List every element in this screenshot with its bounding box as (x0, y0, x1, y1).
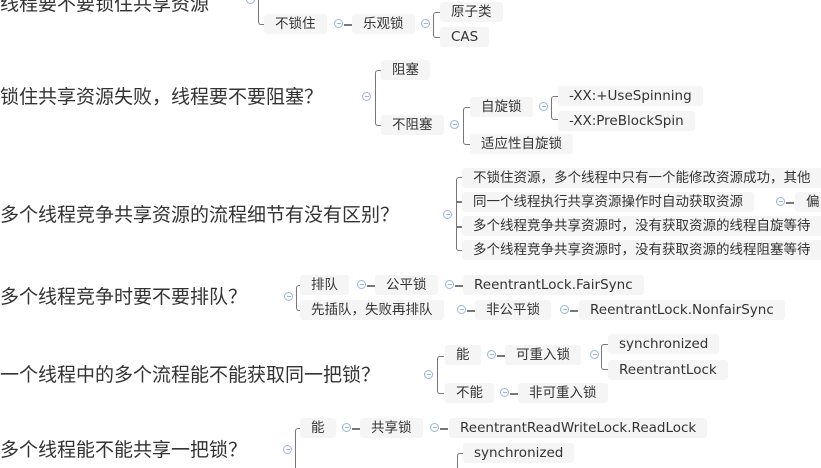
connector (258, 0, 265, 25)
node[interactable]: 不阻塞 (381, 115, 444, 135)
node[interactable]: 不锁住 (264, 14, 327, 34)
collapse-circle-icon[interactable] (283, 445, 292, 454)
connector (456, 226, 462, 228)
collapse-circle-icon[interactable] (450, 120, 459, 129)
node[interactable]: 多个线程竞争共享资源时，没有获取资源的线程自旋等待 (462, 216, 821, 236)
connector (295, 428, 302, 468)
connector (497, 355, 505, 357)
node[interactable]: 多个线程竞争共享资源时，没有获取资源的线程阻塞等待 (462, 240, 821, 260)
connector (344, 24, 352, 26)
connector (296, 285, 303, 311)
node[interactable]: 先插队，失败再排队 (300, 300, 444, 320)
root-topic[interactable]: 锁住共享资源失败，线程要不要阻塞？ (0, 86, 324, 108)
node[interactable]: 能 (445, 345, 481, 365)
root-topic[interactable]: 一个线程中的多个流程能不能获取同一把锁？ (0, 364, 381, 386)
collapse-circle-icon[interactable] (457, 305, 466, 314)
connector (457, 453, 464, 468)
connector (551, 96, 558, 120)
node[interactable]: ReentrantLock.NonfairSync (579, 300, 785, 320)
collapse-circle-icon[interactable] (539, 102, 548, 111)
node[interactable]: 排队 (300, 275, 349, 295)
node[interactable]: 能 (300, 418, 336, 438)
node[interactable]: 非公平锁 (475, 300, 551, 320)
collapse-circle-icon[interactable] (445, 280, 454, 289)
connector (467, 310, 475, 312)
connector (375, 70, 382, 126)
node[interactable]: ReentrantReadWriteLock.ReadLock (449, 418, 708, 438)
node[interactable]: 偏 (795, 192, 821, 212)
node[interactable]: 适应性自旋锁 (470, 134, 573, 154)
connector (367, 285, 375, 287)
root-topic[interactable]: 多个线程竞争时要不要排队？ (0, 286, 248, 308)
collapse-circle-icon[interactable] (424, 370, 433, 379)
collapse-circle-icon[interactable] (776, 197, 785, 206)
connector (455, 285, 463, 287)
connector (601, 344, 608, 370)
node[interactable]: ReentrantLock (608, 360, 728, 380)
node[interactable]: 阻塞 (381, 60, 430, 80)
collapse-circle-icon[interactable] (334, 19, 343, 28)
connector (456, 177, 463, 251)
collapse-circle-icon[interactable] (430, 423, 439, 432)
root-topic[interactable]: 多个线程能不能共享一把锁？ (0, 439, 248, 461)
node[interactable]: 可重入锁 (505, 345, 581, 365)
root-topic[interactable]: 多个线程竞争共享资源的流程细节有没有区别？ (0, 204, 400, 226)
connector (510, 393, 518, 395)
connector (463, 107, 470, 145)
collapse-circle-icon[interactable] (560, 305, 569, 314)
collapse-circle-icon[interactable] (421, 19, 430, 28)
node[interactable]: 原子类 (440, 2, 503, 22)
collapse-circle-icon[interactable] (357, 280, 366, 289)
node[interactable]: 不能 (445, 383, 494, 403)
connector (786, 202, 794, 204)
connector (433, 12, 440, 38)
connector (440, 428, 448, 430)
node[interactable]: 同一个线程执行共享资源操作时自动获取资源 (462, 192, 754, 212)
collapse-circle-icon[interactable] (443, 210, 452, 219)
collapse-circle-icon[interactable] (487, 350, 496, 359)
node[interactable]: 乐观锁 (352, 14, 415, 34)
node[interactable]: -XX:+UseSpinning (558, 86, 703, 106)
connector (437, 356, 444, 394)
connector (352, 428, 360, 430)
node[interactable]: synchronized (608, 334, 720, 354)
node[interactable]: 不锁住资源，多个线程中只有一个能修改资源成功，其他 (462, 168, 821, 188)
collapse-circle-icon[interactable] (362, 92, 371, 101)
node[interactable]: ReentrantLock.FairSync (463, 275, 644, 295)
node[interactable]: 非可重入锁 (518, 383, 608, 403)
node[interactable]: CAS (440, 27, 490, 47)
collapse-circle-icon[interactable] (246, 0, 255, 4)
collapse-circle-icon[interactable] (284, 292, 293, 301)
node[interactable]: -XX:PreBlockSpin (558, 111, 695, 131)
collapse-circle-icon[interactable] (342, 423, 351, 432)
root-topic[interactable]: 线程要不要锁住共享资源 (0, 0, 210, 15)
node[interactable]: 公平锁 (375, 275, 438, 295)
connector (456, 201, 462, 203)
node[interactable]: 自旋锁 (470, 97, 533, 117)
node[interactable]: synchronized (463, 443, 575, 463)
node[interactable]: 共享锁 (360, 418, 423, 438)
collapse-circle-icon[interactable] (500, 388, 509, 397)
collapse-circle-icon[interactable] (590, 350, 599, 359)
connector (570, 310, 578, 312)
